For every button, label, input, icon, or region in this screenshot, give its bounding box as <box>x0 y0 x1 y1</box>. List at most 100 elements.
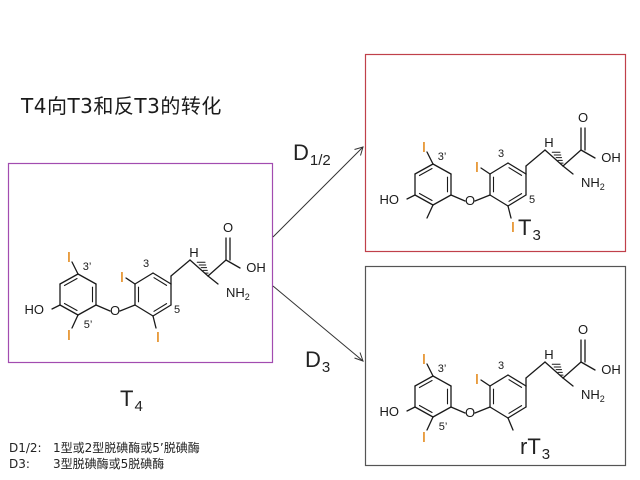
t4-name: T <box>120 386 134 411</box>
d3-letter: D <box>305 347 321 372</box>
ether-oxygen-label: O <box>465 405 475 420</box>
ether-bond <box>95 304 111 312</box>
ring-a-double-bond <box>63 302 78 312</box>
ether-bond <box>450 406 466 414</box>
ring-b-bond <box>507 374 527 387</box>
acid-oh-label: OH <box>601 150 621 165</box>
d3-label: D3 <box>305 347 331 376</box>
iodine-5-bond <box>152 315 157 329</box>
ring-b-bond <box>152 304 172 317</box>
ring-a-bond <box>432 406 452 418</box>
side-chain-bond <box>170 259 191 277</box>
iodine-5p-label: I <box>67 327 71 344</box>
pos-3-label: 3 <box>498 148 504 160</box>
rt3-label: rT3 <box>520 434 551 463</box>
note-d12: D1/2: 1型或2型脱碘酶或5’脱碘酶 <box>9 440 200 456</box>
iodine-5p-label: I <box>422 429 426 446</box>
t3-label: T3 <box>518 217 541 244</box>
amine-subscript: 2 <box>600 182 605 192</box>
amine-bond <box>562 377 574 387</box>
d12-subscript: 1/2 <box>309 152 331 169</box>
rt3-name: rT <box>520 434 541 459</box>
pos-3p-label: 3’ <box>438 363 447 375</box>
arrow-to-rt3 <box>272 285 364 362</box>
ring-a-bond <box>414 194 434 206</box>
t4-box <box>7 162 274 364</box>
ring-a-bond <box>414 406 434 418</box>
carbonyl-oxygen-label: O <box>223 220 233 235</box>
iodine-3-bond <box>480 167 491 175</box>
iodine-5p-bond <box>71 314 79 329</box>
ring-b-double-bond <box>508 167 523 176</box>
hydroxyl-bond <box>51 304 61 310</box>
iodine-3-label: I <box>120 269 124 286</box>
alpha-h-label: H <box>544 347 553 362</box>
note-d3-text: 3型脱碘酶或5脱碘酶 <box>53 457 165 471</box>
pos-5p-label: 5’ <box>439 421 448 433</box>
amine-subscript: 2 <box>245 292 250 302</box>
ring-b-double-bond <box>153 277 168 286</box>
ring-a-bond <box>77 304 97 316</box>
pos-3-label: 3 <box>498 360 504 372</box>
acid-oh-label: OH <box>601 362 621 377</box>
methyl-5p-bond <box>426 204 434 219</box>
pos-3p-label: 3’ <box>83 261 92 273</box>
ring-b-bond <box>507 406 527 419</box>
t4-label: T4 <box>120 386 143 415</box>
iodine-3p-bond <box>426 151 434 165</box>
rt3-box <box>364 265 627 467</box>
pos-5-label: 5 <box>174 304 180 316</box>
iodine-3p-label: I <box>422 139 426 156</box>
ether-bond <box>474 194 491 202</box>
acid-bond <box>225 259 241 269</box>
pos-5p-label: 5’ <box>84 319 93 331</box>
ring-b-bond <box>134 304 154 317</box>
note-d3-key: D3: <box>9 457 30 471</box>
d3-subscript: 3 <box>321 359 331 376</box>
amine-subscript: 2 <box>600 394 605 404</box>
ring-a-double-bond <box>418 192 433 202</box>
iodine-3p-bond <box>426 363 434 377</box>
side-chain-bond <box>562 149 582 167</box>
carbonyl-oxygen-label: O <box>578 322 588 337</box>
ring-a-double-bond <box>63 277 78 287</box>
note-d12-text: 1型或2型脱碘酶或5’脱碘酶 <box>53 441 200 455</box>
ring-b-bond <box>489 194 509 207</box>
ether-bond <box>474 406 491 414</box>
iodine-5-bond <box>507 205 512 219</box>
ring-a-bond <box>432 194 452 206</box>
t3-box <box>364 53 627 253</box>
ring-b-bond <box>507 162 527 175</box>
alpha-h-label: H <box>544 135 553 150</box>
ring-b-bond <box>489 406 509 419</box>
iodine-3-bond <box>480 379 491 387</box>
iodine-3-label: I <box>475 371 479 388</box>
hydroxyl-label: HO <box>25 302 45 317</box>
ring-a-bond <box>59 273 79 285</box>
ring-b-bond <box>489 162 509 175</box>
ether-oxygen-label: O <box>110 303 120 318</box>
ring-a-bond <box>414 163 434 175</box>
side-chain-bond <box>562 361 582 379</box>
ring-a-bond <box>432 375 452 387</box>
amine-label: NH2 <box>226 285 250 302</box>
ring-a-bond <box>432 163 452 175</box>
acid-oh-label: OH <box>246 260 266 275</box>
rt3-name-sub: 3 <box>541 446 551 463</box>
ring-b-bond <box>134 272 154 285</box>
ring-a-bond <box>414 375 434 387</box>
iodine-5-label: I <box>511 219 515 236</box>
carbonyl-oxygen-label: O <box>578 110 588 125</box>
hydroxyl-label: HO <box>380 404 400 419</box>
iodine-3p-bond <box>71 261 79 275</box>
note-d3: D3: 3型脱碘酶或5脱碘酶 <box>9 456 200 472</box>
amine-label: NH2 <box>581 175 605 192</box>
hydroxyl-label: HO <box>380 192 400 207</box>
iodine-5p-bond <box>426 416 434 431</box>
note-d12-key: D1/2: <box>9 441 42 455</box>
ether-oxygen-label: O <box>465 193 475 208</box>
